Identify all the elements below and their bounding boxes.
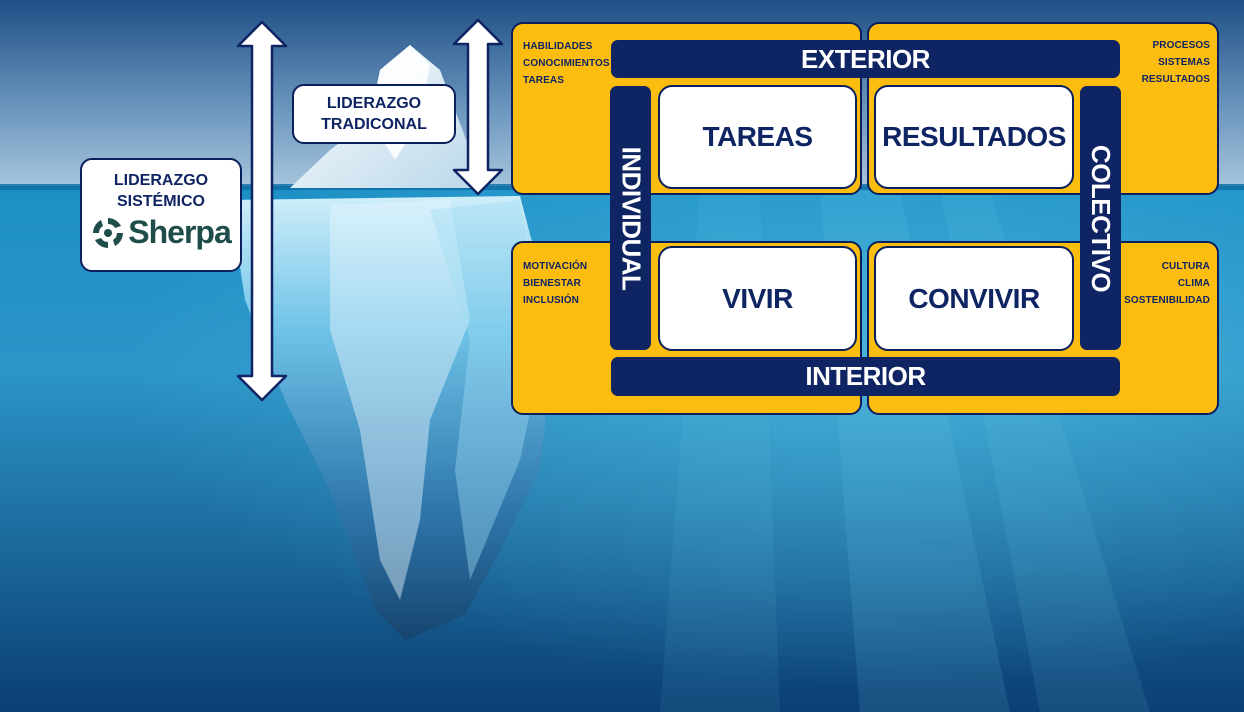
cell-tareas: TAREAS [658,85,857,189]
cell-resultados-label: RESULTADOS [882,121,1066,152]
note-item: SOSTENIBILIDAD [1124,295,1210,306]
individual-bar: INDIVIDUAL [610,86,651,350]
cell-resultados: RESULTADOS [874,85,1074,189]
note-item: MOTIVACIÓN [523,261,588,272]
note-item: PROCESOS [1152,40,1210,51]
colectivo-bar: COLECTIVO [1080,86,1121,350]
exterior-label: EXTERIOR [801,43,930,74]
note-item: CULTURA [1161,261,1210,272]
double-arrow-icon [236,20,288,402]
interior-bar: INTERIOR [611,357,1120,396]
systemic-label-line2: SISTÉMICO [116,193,205,210]
individual-label: INDIVIDUAL [616,146,646,290]
notes-bottom-right: CULTURA CLIMA SOSTENIBILIDAD [1124,258,1210,309]
cell-vivir-label: VIVIR [722,282,793,314]
traditional-label-line2: TRADICONAL [321,116,427,133]
note-item: SISTEMAS [1158,57,1210,68]
notes-top-left: HABILIDADES CONOCIMIENTOS TAREAS [523,38,610,89]
note-item: BIENESTAR [523,278,581,289]
sherpa-spiral-icon [93,217,124,248]
traditional-label-line1: LIDERAZGO [326,95,422,112]
note-item: HABILIDADES [523,41,593,52]
sherpa-logo-text: Sherpa [128,214,231,250]
interior-label: INTERIOR [805,361,926,391]
systemic-label-line1: LIDERAZGO [113,172,209,189]
cell-convivir: CONVIVIR [874,246,1074,351]
cell-vivir: VIVIR [658,246,857,351]
note-item: RESULTADOS [1141,74,1210,85]
systemic-leadership-label: LIDERAZGO SISTÉMICO Sherpa [80,158,242,272]
colectivo-label: COLECTIVO [1086,144,1117,292]
note-item: TAREAS [523,75,564,86]
notes-top-right: PROCESOS SISTEMAS RESULTADOS [1142,37,1210,88]
double-arrow-icon [452,18,504,196]
note-item: INCLUSIÓN [523,295,579,306]
cell-tareas-label: TAREAS [702,121,813,152]
note-item: CONOCIMIENTOS [523,58,610,69]
sherpa-logo: Sherpa [82,214,240,251]
notes-bottom-left: MOTIVACIÓN BIENESTAR INCLUSIÓN [523,258,587,309]
cell-convivir-label: CONVIVIR [908,282,1040,314]
exterior-bar: EXTERIOR [611,40,1120,78]
traditional-leadership-label: LIDERAZGO TRADICONAL [292,84,456,144]
note-item: CLIMA [1177,278,1210,289]
